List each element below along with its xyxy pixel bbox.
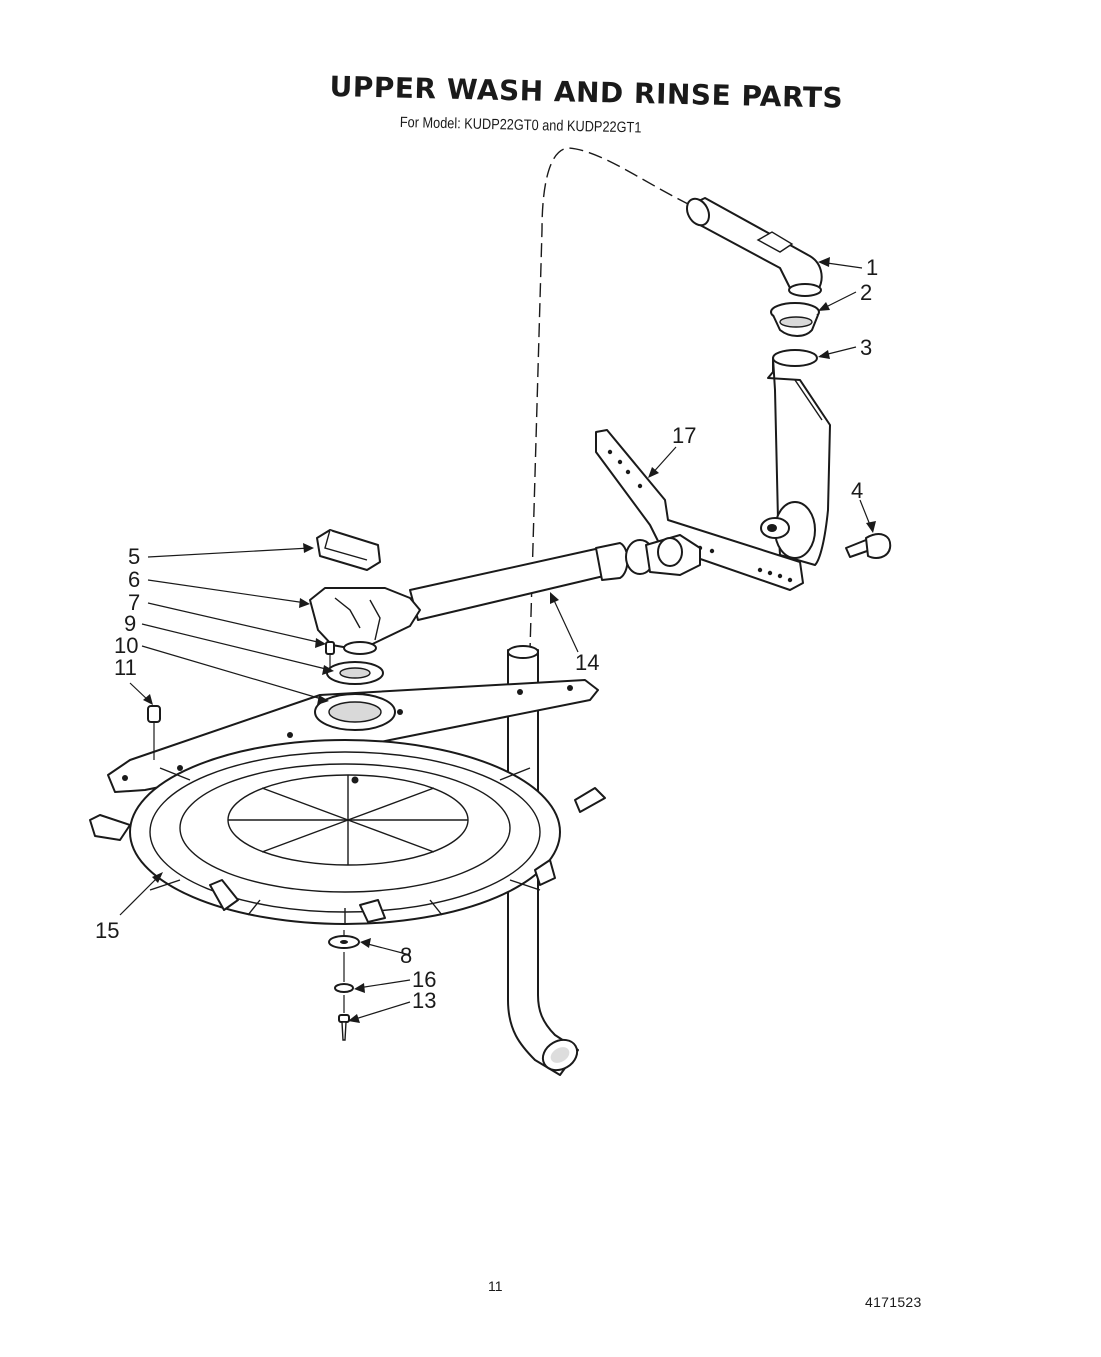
callout-5: 5: [128, 544, 140, 569]
part-2-gasket: [770, 302, 820, 337]
callout-10: 10: [114, 633, 138, 658]
callout-1: 1: [866, 255, 878, 280]
callout-2: 2: [860, 280, 872, 305]
callout-9: 9: [124, 611, 136, 636]
supply-line-phantom: [529, 147, 691, 651]
callout-8: 8: [400, 943, 412, 968]
part-1-upper-elbow: [685, 197, 823, 297]
part-4-cap: [845, 533, 892, 559]
callout-11: 11: [114, 655, 137, 680]
part-9-seal: [326, 661, 384, 685]
part-6-mount: [309, 587, 421, 655]
part-16-small-washer: [334, 952, 354, 993]
part-8-washer: [328, 930, 360, 949]
callout-14: 14: [575, 650, 599, 675]
callout-13: 13: [412, 988, 436, 1013]
part-3-manifold: [760, 349, 831, 566]
part-11-fitting: [147, 705, 161, 760]
callout-6: 6: [128, 567, 140, 592]
leader-lines: [119, 257, 876, 1023]
document-number: 4171523: [865, 1294, 922, 1310]
page-number: 11: [488, 1278, 503, 1294]
part-14-feed-tube: [409, 534, 701, 621]
callout-4: 4: [851, 478, 863, 503]
part-17-bracket: [595, 429, 804, 591]
part-15-rack: [89, 739, 606, 925]
callout-15: 15: [95, 918, 119, 943]
callout-7: 7: [128, 590, 140, 615]
callout-16: 16: [412, 967, 436, 992]
part-5-clip: [316, 529, 381, 571]
callout-3: 3: [860, 335, 872, 360]
part-13-screw: [338, 995, 350, 1041]
lower-feed-tube: [507, 645, 579, 1076]
part-7-screw: [325, 641, 335, 668]
callout-17: 17: [672, 423, 696, 448]
